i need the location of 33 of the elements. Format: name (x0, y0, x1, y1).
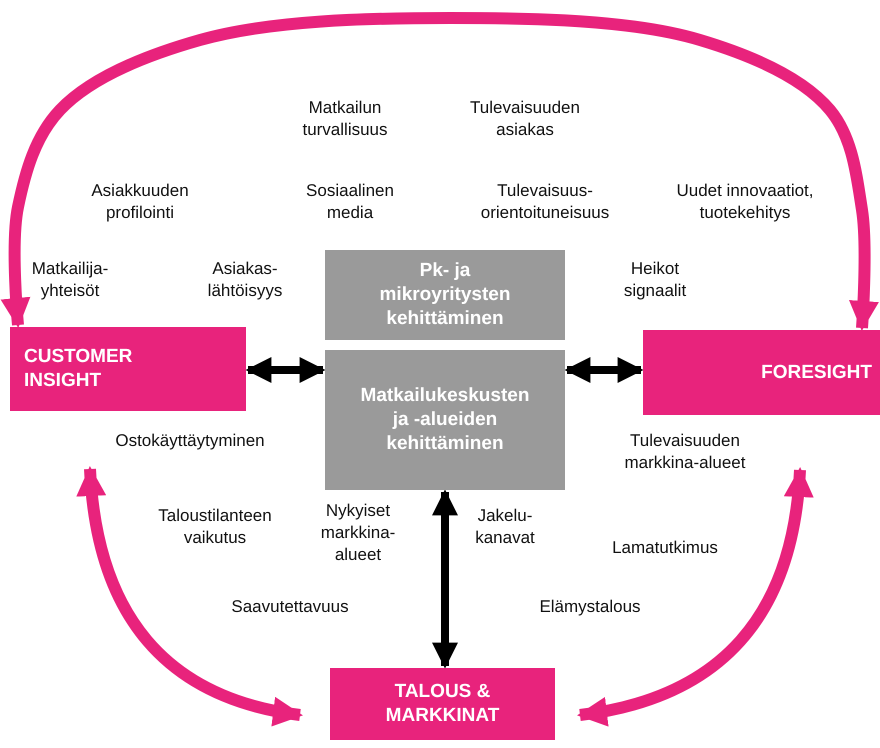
category-box (10, 327, 246, 411)
topic-label: Tulevaisuuden asiakas (469, 97, 581, 142)
category-box (643, 330, 880, 415)
double-arrow (577, 467, 813, 726)
topic-label: Jakelu- kanavat (474, 505, 536, 550)
focus-box (325, 250, 565, 340)
box-label: FORESIGHT (761, 360, 872, 384)
topic-label: Heikot signaalit (622, 258, 688, 302)
topic-label: Lamatutkimus (611, 537, 719, 559)
category-box (330, 668, 555, 740)
topic-label: Elämystalous (538, 596, 642, 618)
double-arrow (77, 466, 303, 726)
topic-label: Sosiaalinen media (305, 180, 395, 224)
topic-label: Matkailija- yhteisöt (30, 258, 110, 302)
double-arrow (564, 357, 644, 383)
topic-label: Ostokäyttäytyminen (114, 430, 266, 452)
topic-label: Asiakkuuden profilointi (90, 180, 190, 224)
double-arrow (0, 12, 879, 331)
topic-label: Tulevaisuus- orientoituneisuus (480, 180, 610, 224)
box-label: Pk- ja mikroyritysten kehittäminen (378, 259, 512, 331)
topic-label: Uudet innovaatiot, tuotekehitys (675, 180, 815, 224)
topic-label: Tulevaisuuden markkina-alueet (624, 430, 746, 474)
topic-label: Saavutettavuus (230, 596, 350, 618)
double-arrow (432, 489, 458, 669)
focus-box (325, 350, 565, 490)
topic-label: Nykyiset markkina- alueet (320, 500, 396, 566)
box-label: CUSTOMER INSIGHT (24, 345, 134, 393)
topic-label: Matkailun turvallisuus (301, 97, 389, 142)
box-label: Matkailukeskusten ja -alueiden kehittäminen (360, 384, 530, 456)
topic-label: Taloustilanteen vaikutus (157, 505, 273, 550)
topic-label: Asiakas- lähtöisyys (206, 258, 284, 302)
double-arrow (245, 357, 326, 383)
box-label: TALOUS & MARKKINAT (384, 680, 500, 728)
